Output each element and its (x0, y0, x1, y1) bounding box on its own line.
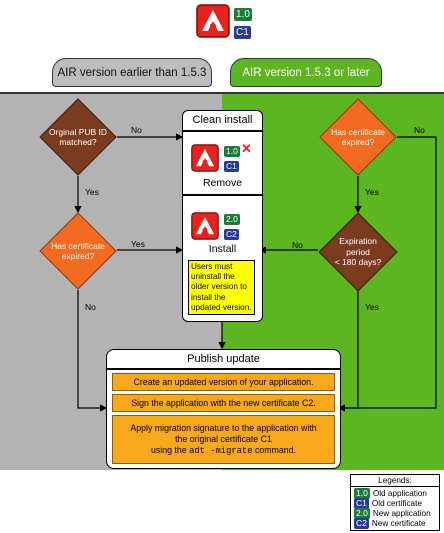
legend-title: Legends: (351, 475, 439, 487)
step-migration-signature: Apply migration signature to the applica… (112, 415, 335, 464)
old-app-badge: 1.0 (224, 146, 240, 157)
warning-line: Users must (191, 262, 233, 271)
divider (183, 194, 262, 196)
region-top-border (0, 92, 444, 94)
decision-text-line: period (346, 246, 370, 257)
decision-text-line: Has certificate (51, 240, 105, 251)
edge-label-yes: Yes (365, 187, 379, 197)
legend-item: 2.0 New application (354, 508, 431, 519)
legend-label: New certificate (371, 519, 426, 528)
warning-line: updated version. (191, 302, 252, 312)
legend-badge: 2.0 (354, 508, 370, 519)
divider (107, 368, 340, 370)
decision-text-line: matched? (59, 137, 97, 147)
divider (183, 130, 262, 132)
legend-badge: C2 (354, 518, 369, 529)
old-cert-badge: C1 (224, 161, 239, 172)
air-app-icon (191, 212, 219, 240)
new-cert-badge: C2 (224, 229, 239, 240)
edge-label-yes: Yes (365, 302, 379, 312)
new-app-badge: 2.0 (224, 214, 240, 225)
adt-command: adt -migrate (189, 445, 253, 456)
legend-label: Old application (372, 489, 427, 498)
legend-item: C1 Old certificate (354, 498, 422, 509)
tab-air-later: AIR version 1.5.3 or later (230, 58, 382, 87)
decision-cert-expired-right: Has certificate expired? (319, 98, 397, 176)
warning-line: older version to (191, 282, 247, 292)
step-text: command. (254, 444, 297, 455)
clean-install-box: Clean install 1.0 ✕ C1 Remove 2.0 C2 Ins… (182, 110, 263, 322)
step-sign-new-cert: Sign the application with the new certif… (112, 394, 335, 412)
decision-expiration-period: Expiration period < 180 days? (318, 212, 398, 292)
remove-label: Remove (202, 177, 243, 189)
warning-line: uninstall the (191, 272, 235, 282)
step-text-line: Apply migration signature to the applica… (130, 422, 317, 433)
warning-line: install the (191, 292, 226, 302)
tab-air-earlier: AIR version earlier than 1.5.3 (52, 58, 212, 87)
legend-badge: C1 (354, 498, 369, 509)
edge-label-yes: Yes (131, 239, 145, 249)
decision-text-line: Orginal PUB ID (48, 126, 108, 137)
step-create-update: Create an updated version of your applic… (112, 373, 335, 391)
edge-label-no: No (131, 125, 142, 135)
header-cert-badge: C1 (234, 26, 251, 39)
edge-label-no: No (414, 125, 425, 135)
legend: Legends: 1.0 Old application C1 Old cert… (350, 474, 440, 531)
clean-install-title: Clean install (192, 114, 253, 126)
decision-cert-expired-left: Has certificate expired? (39, 212, 117, 290)
decision-text-line: expired? (61, 251, 95, 261)
legend-badge: 1.0 (354, 488, 370, 499)
step-text-line: the original certificate C1 (175, 433, 272, 444)
step-text: using the (150, 444, 187, 455)
decision-text-line: expired? (341, 137, 375, 147)
air-app-icon (191, 144, 219, 172)
install-label: Install (208, 243, 237, 255)
legend-label: New application (372, 509, 431, 518)
edge-label-no: No (292, 240, 303, 250)
uninstall-warning-note: Users must uninstall the older version t… (188, 260, 255, 315)
legend-label: Old certificate (371, 499, 422, 508)
publish-update-title: Publish update (187, 353, 260, 365)
decision-text-line: < 180 days? (334, 257, 382, 268)
edge-label-no: No (85, 302, 96, 312)
legend-item: C2 New certificate (354, 518, 426, 529)
legend-item: 1.0 Old application (354, 488, 427, 499)
header-app-badge: 1.0 (234, 8, 252, 21)
decision-pub-id-matched: Orginal PUB ID matched? (39, 98, 117, 176)
edge-label-yes: Yes (85, 187, 99, 197)
decision-text-line: Expiration (339, 236, 377, 247)
decision-text-line: Has certificate (331, 126, 385, 137)
air-app-icon (196, 4, 230, 38)
step-text-line: using the adt -migrate command. (151, 445, 296, 457)
remove-x-icon: ✕ (241, 141, 252, 156)
